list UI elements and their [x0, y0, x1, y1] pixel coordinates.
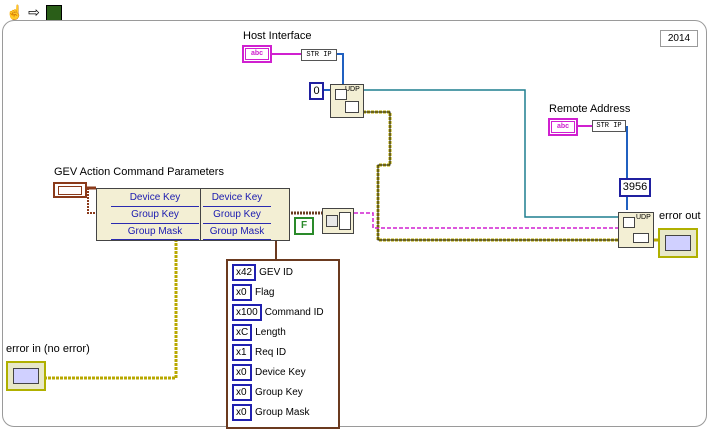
udp-label: UDP: [345, 86, 360, 93]
pointer-hand-icon[interactable]: ☝: [6, 4, 24, 20]
flatten-to-string-node[interactable]: [322, 208, 354, 234]
unbundle-field: Group Key: [111, 207, 199, 224]
element-label: Command ID: [264, 307, 324, 318]
udp-write-node[interactable]: UDP: [618, 212, 654, 248]
error-in-control[interactable]: [6, 361, 46, 391]
arrow-icon[interactable]: ⇨: [28, 4, 40, 20]
remote-address-control[interactable]: abc: [548, 118, 578, 136]
hex-value[interactable]: x0: [232, 364, 252, 381]
bundle-field: Group Mask: [203, 224, 271, 240]
bundle-node[interactable]: Device Key Group Key Group Mask: [200, 188, 290, 241]
element-label: Length: [255, 327, 286, 338]
element-label: GEV ID: [259, 267, 294, 278]
error-out-indicator[interactable]: [658, 228, 698, 258]
gev-params-label: GEV Action Command Parameters: [54, 166, 224, 178]
element-label: Group Key: [255, 387, 303, 398]
element-label: Group Mask: [255, 407, 310, 418]
string-glyph: abc: [551, 121, 575, 133]
error-out-label: error out: [659, 210, 701, 222]
unbundle-node[interactable]: Device Key Group Key Group Mask: [96, 188, 202, 241]
hex-value[interactable]: x0: [232, 404, 252, 421]
year-label: 2014: [660, 30, 698, 47]
unbundle-field: Group Mask: [111, 224, 199, 240]
udp-label: UDP: [636, 214, 651, 221]
gev-params-control[interactable]: [53, 182, 87, 198]
port-constant[interactable]: 0: [309, 82, 324, 100]
bundle-field: Device Key: [203, 190, 271, 207]
hex-value[interactable]: x0: [232, 384, 252, 401]
keyboard-icon: [633, 233, 649, 243]
error-in-label: error in (no error): [6, 343, 90, 355]
str-ip-node[interactable]: STR IP: [592, 120, 626, 132]
hex-value[interactable]: x0: [232, 284, 252, 301]
cluster-glyph: [58, 186, 82, 195]
hex-value[interactable]: x42: [232, 264, 257, 281]
remote-address-label: Remote Address: [549, 103, 631, 115]
boolean-false-constant[interactable]: F: [294, 217, 314, 235]
computer-icon: [345, 101, 359, 113]
hex-value[interactable]: x1: [232, 344, 252, 361]
cube-icon: [326, 215, 338, 227]
bundle-field: Group Key: [203, 207, 271, 224]
str-ip-node[interactable]: STR IP: [301, 49, 337, 61]
computer-icon: [335, 89, 347, 100]
plug-icon: [339, 212, 351, 230]
host-interface-label: Host Interface: [243, 30, 312, 42]
unbundle-field: Device Key: [111, 190, 199, 207]
computer-icon: [623, 217, 635, 228]
string-glyph: abc: [245, 48, 269, 60]
hex-value[interactable]: xC: [232, 324, 253, 341]
host-interface-control[interactable]: abc: [242, 45, 272, 63]
remote-port-constant[interactable]: 3956: [619, 178, 651, 197]
element-label: Device Key: [255, 367, 306, 378]
hex-value[interactable]: x100: [232, 304, 262, 321]
element-label: Req ID: [255, 347, 287, 358]
element-label: Flag: [255, 287, 275, 298]
udp-open-node[interactable]: UDP: [330, 84, 364, 118]
